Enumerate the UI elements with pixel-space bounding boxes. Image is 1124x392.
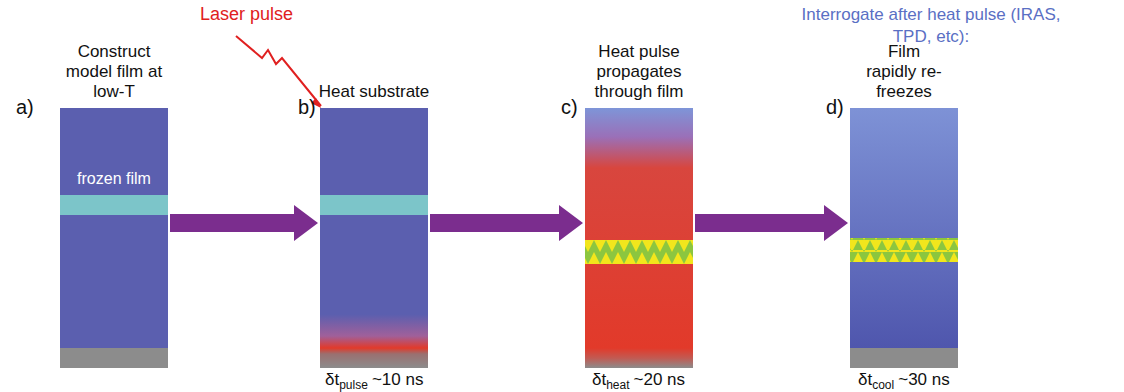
time-label: δtheat ~20 ns xyxy=(592,370,685,390)
panel-letter: b) xyxy=(298,96,316,119)
film-stack: Heat substrate xyxy=(320,108,428,368)
time-value: ~30 ns xyxy=(898,370,950,389)
time-subscript: cool xyxy=(872,378,894,392)
time-value: ~10 ns xyxy=(372,370,424,389)
time-subscript: heat xyxy=(606,378,629,392)
panel-letter: d) xyxy=(826,96,844,119)
panel-heading: Heat pulse propagates through film xyxy=(584,42,694,102)
time-label: δtpulse ~10 ns xyxy=(325,370,423,390)
time-label: δtcool ~30 ns xyxy=(858,370,950,390)
panel-heading: Construct model film at low-T xyxy=(54,42,174,102)
film-stack: Construct model film at low-Tfrozen film xyxy=(60,108,168,368)
film-stack: Heat pulse propagates through film xyxy=(585,108,693,368)
layer-label: frozen film xyxy=(60,170,168,188)
panel-letter: a) xyxy=(16,96,34,119)
panel-letter: c) xyxy=(561,96,578,119)
time-value: ~20 ns xyxy=(634,370,686,389)
panel-heading: Heat substrate xyxy=(304,82,444,102)
process-arrow xyxy=(430,205,583,241)
interrogate-note: Interrogate after heat pulse (IRAS, TPD,… xyxy=(800,4,1062,48)
process-arrow xyxy=(170,205,318,241)
laser-label: Laser pulse xyxy=(200,4,293,25)
time-symbol: δt xyxy=(592,370,606,389)
time-subscript: pulse xyxy=(339,378,368,392)
process-arrow xyxy=(695,205,848,241)
panel-heading: Film rapidly re-freezes xyxy=(861,42,947,102)
time-symbol: δt xyxy=(858,370,872,389)
time-symbol: δt xyxy=(325,370,339,389)
film-stack: Film rapidly re-freezes xyxy=(850,108,958,368)
